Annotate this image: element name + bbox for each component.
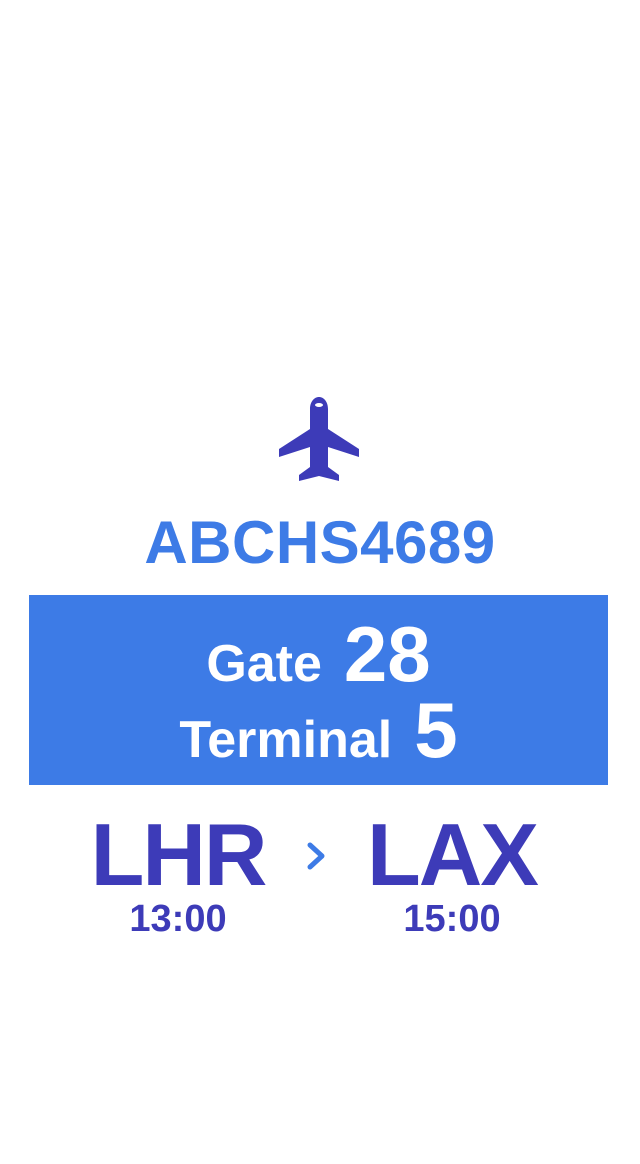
departure-time: 13:00: [129, 898, 227, 940]
flight-number: ABCHS4689: [144, 509, 496, 576]
arrival-time: 15:00: [403, 898, 501, 940]
gate-terminal-panel: Gate 28 Terminal 5: [29, 595, 608, 785]
gate-row: Gate 28: [29, 609, 608, 698]
destination-airport: LAX 15:00: [332, 805, 572, 941]
airplane-icon: [279, 397, 359, 481]
terminal-number: 5: [414, 686, 458, 774]
chevron-right-icon: [307, 842, 325, 870]
destination-code: LAX: [367, 805, 539, 904]
terminal-label: Terminal: [179, 711, 393, 769]
gate-label: Gate: [206, 635, 322, 693]
origin-airport: LHR 13:00: [58, 805, 298, 941]
origin-code: LHR: [90, 805, 268, 904]
terminal-row: Terminal 5: [29, 685, 608, 774]
route: LHR 13:00 LAX 15:00: [0, 805, 640, 941]
gate-number: 28: [343, 610, 431, 698]
